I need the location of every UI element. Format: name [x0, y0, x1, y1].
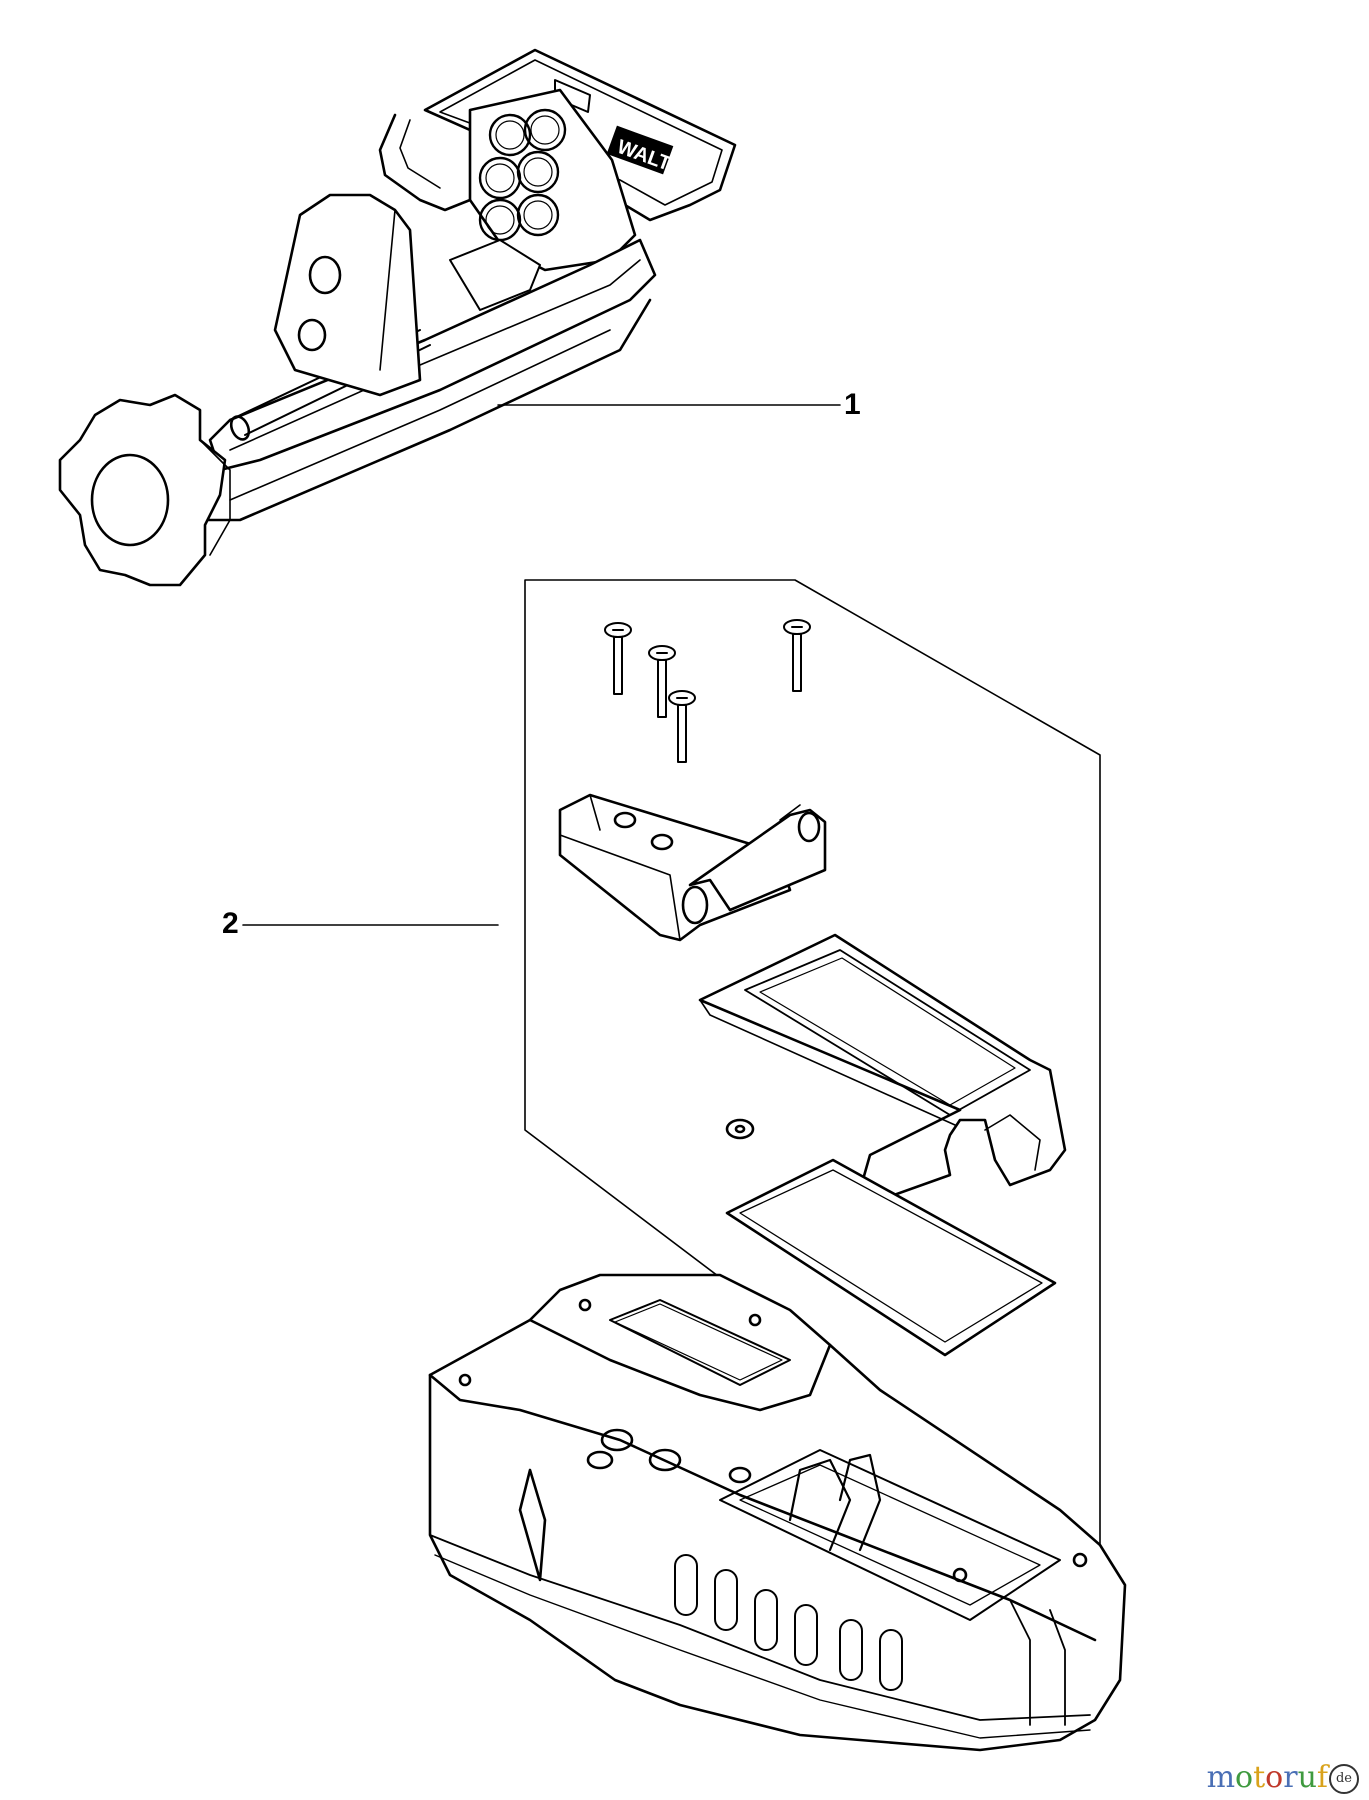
watermark-letter: o [1235, 1760, 1254, 1795]
callout-2: 2 [222, 907, 239, 940]
part-2-kit-outline [524, 579, 1101, 1566]
watermark-letter: r [1283, 1760, 1298, 1795]
watermark-letter: u [1297, 1760, 1317, 1795]
screws [604, 619, 811, 763]
watermark-letter: o [1265, 1760, 1284, 1795]
part-1-detector-clamp: WALT [58, 48, 737, 587]
watermark-letter: f [1316, 1760, 1328, 1795]
watermark-letter: t [1253, 1760, 1266, 1795]
washer [725, 1118, 755, 1140]
battery-cover [698, 933, 1067, 1202]
hinge-bracket [558, 793, 827, 942]
receiver-housing [428, 1273, 1127, 1752]
magnets [478, 108, 567, 242]
watermark-letter: m [1206, 1760, 1236, 1795]
callout-1: 1 [844, 388, 861, 421]
watermark-circle-icon: de [1329, 1764, 1359, 1794]
gasket-plate [725, 1158, 1057, 1357]
grip-ribs [674, 1554, 903, 1691]
